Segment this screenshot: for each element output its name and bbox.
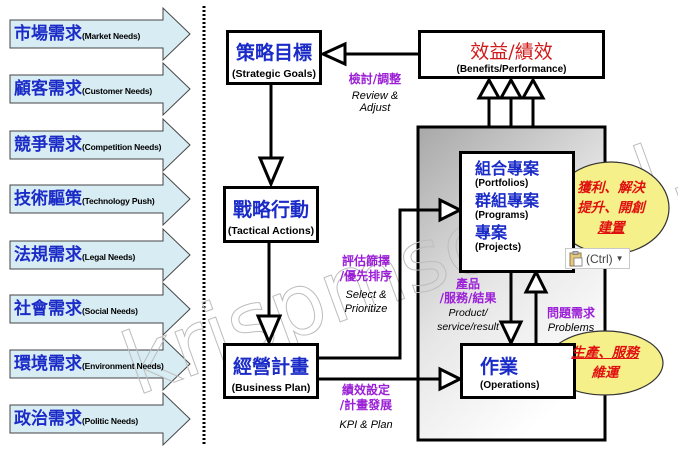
select-en-2: Prioritize xyxy=(344,303,388,315)
need-arrow xyxy=(9,117,191,173)
strategic-goals-en: (Strategic Goals) xyxy=(231,68,317,80)
tactical-actions-box: 戰略行動 (Tactical Actions) xyxy=(223,186,319,243)
need-label: 技術驅策(Technology Push) xyxy=(14,187,155,211)
kpi-zh-2: /計畫發展 xyxy=(339,398,393,412)
review-arrowhead xyxy=(319,41,347,67)
strategic-goals-box: 策略目標 (Strategic Goals) xyxy=(226,30,322,85)
outcome-top-line1: 獲利、解決 xyxy=(577,180,645,196)
need-en: (Technology Push) xyxy=(82,196,155,206)
need-en: (Legal Needs) xyxy=(82,252,136,262)
need-label: 政治需求(Politic Needs) xyxy=(14,407,138,431)
need-en: (Market Needs) xyxy=(82,31,141,41)
outcome-top-text: 獲利、解決 提升、開創 建置 xyxy=(553,178,669,238)
need-arrow xyxy=(9,336,191,392)
need-en: (Environment Needs) xyxy=(82,361,164,371)
programs-en: (Programs) xyxy=(475,210,529,221)
problems-arrowhead xyxy=(523,268,549,294)
need-label: 市場需求(Market Needs) xyxy=(14,22,140,46)
portfolios-en: (Portfolios) xyxy=(475,178,529,189)
plan-to-portfolio-connector xyxy=(318,208,440,360)
review-en-2: Adjust xyxy=(359,102,391,114)
tactical-actions-zh: 戰略行動 xyxy=(232,199,309,221)
need-en: (Politic Needs) xyxy=(82,416,139,426)
projects-zh: 專案 xyxy=(475,223,508,242)
need-en: (Customer Needs) xyxy=(82,86,153,96)
goals-to-tactics-arrowhead xyxy=(257,156,285,188)
operations-en: (Operations) xyxy=(480,380,540,391)
review-label: 檢討/調整 Review & Adjust xyxy=(330,70,420,114)
select-zh-2: /優先排序 xyxy=(339,269,393,283)
review-zh: 檢討/調整 xyxy=(348,72,402,86)
outcome-bottom-line2: 維運 xyxy=(591,365,619,381)
portfolios-zh: 組合專案 xyxy=(475,159,540,178)
outcome-top-line3: 建置 xyxy=(597,220,625,236)
need-zh: 技術驅策 xyxy=(14,189,82,209)
need-en: (Competition Needs) xyxy=(82,142,162,152)
need-arrow xyxy=(9,61,191,117)
programs-zh: 群組專案 xyxy=(475,191,540,210)
problems-zh: 問題需求 xyxy=(546,306,595,320)
kpi-label: 績效設定 /計畫發展 KPI & Plan xyxy=(326,383,406,431)
product-en-2: service/result xyxy=(437,321,499,333)
need-label: 社會需求(Social Needs) xyxy=(14,297,138,321)
need-arrows xyxy=(9,6,191,447)
need-arrow xyxy=(9,6,191,62)
outcome-bottom-line1: 生產、服務 xyxy=(571,345,639,361)
business-plan-box: 經營計畫 (Business Plan) xyxy=(223,343,319,399)
need-zh: 社會需求 xyxy=(14,299,82,319)
need-zh: 競爭需求 xyxy=(14,135,82,155)
need-label: 環境需求(Environment Needs) xyxy=(14,352,164,376)
plan-to-portfolio-arrowhead xyxy=(438,197,464,223)
need-arrow xyxy=(9,227,191,283)
operations-box: 作業 (Operations) xyxy=(460,343,576,399)
paste-options-label: (Ctrl) xyxy=(586,251,613,266)
need-arrow xyxy=(9,171,191,227)
paste-options-button[interactable]: (Ctrl) ▼ xyxy=(565,248,630,269)
benefit-arrows xyxy=(476,76,546,127)
need-en: (Social Needs) xyxy=(82,306,138,316)
outcome-bottom-text: 生產、服務 維運 xyxy=(547,343,663,383)
problems-en: Problems xyxy=(547,322,595,334)
product-label: 產品 /服務/結果 Product/ service/result xyxy=(430,277,506,334)
need-label: 顧客需求(Customer Needs) xyxy=(14,77,152,101)
chevron-down-icon: ▼ xyxy=(615,254,624,263)
tactical-actions-en: (Tactical Actions) xyxy=(227,225,315,237)
benefits-box: 效益/績效 (Benefits/Performance) xyxy=(418,30,605,79)
need-arrow xyxy=(9,281,191,337)
need-zh: 環境需求 xyxy=(14,354,82,374)
review-en-1: Review & xyxy=(351,90,399,102)
need-zh: 法規需求 xyxy=(14,245,82,265)
clipboard-icon xyxy=(569,250,583,266)
product-zh-1: 產品 xyxy=(455,277,480,291)
business-plan-en: (Business Plan) xyxy=(231,382,311,394)
business-plan-zh: 經營計畫 xyxy=(232,356,309,378)
need-zh: 市場需求 xyxy=(14,24,82,44)
need-arrow xyxy=(9,391,191,447)
need-label: 競爭需求(Competition Needs) xyxy=(14,133,162,157)
need-zh: 顧客需求 xyxy=(14,79,82,99)
operations-zh: 作業 xyxy=(480,356,519,378)
select-en-1: Select & xyxy=(345,289,387,301)
plan-to-operations-arrowhead xyxy=(438,366,464,392)
select-zh-1: 評估篩擇 xyxy=(341,254,390,268)
kpi-zh-1: 績效設定 xyxy=(341,383,390,397)
projects-en: (Projects) xyxy=(475,242,522,253)
need-label: 法規需求(Legal Needs) xyxy=(14,243,135,267)
select-label: 評估篩擇 /優先排序 Select & Prioritize xyxy=(326,254,406,316)
portfolios-box: 組合專案 (Portfolios) 群組專案 (Programs) 專案 (Pr… xyxy=(459,151,575,273)
product-en-1: Product/ xyxy=(448,307,488,319)
kpi-en: KPI & Plan xyxy=(339,419,393,431)
product-zh-2: /服務/結果 xyxy=(439,291,497,305)
benefits-zh: 效益/績效 xyxy=(470,41,553,63)
tactics-to-plan-arrowhead xyxy=(255,314,283,346)
product-arrowhead xyxy=(498,320,524,347)
need-zh: 政治需求 xyxy=(14,409,82,429)
benefits-en: (Benefits/Performance) xyxy=(456,64,567,75)
outcome-top-line2: 提升、開創 xyxy=(577,200,645,216)
problems-label: 問題需求 Problems xyxy=(540,306,602,335)
strategic-goals-zh: 策略目標 xyxy=(235,42,312,64)
